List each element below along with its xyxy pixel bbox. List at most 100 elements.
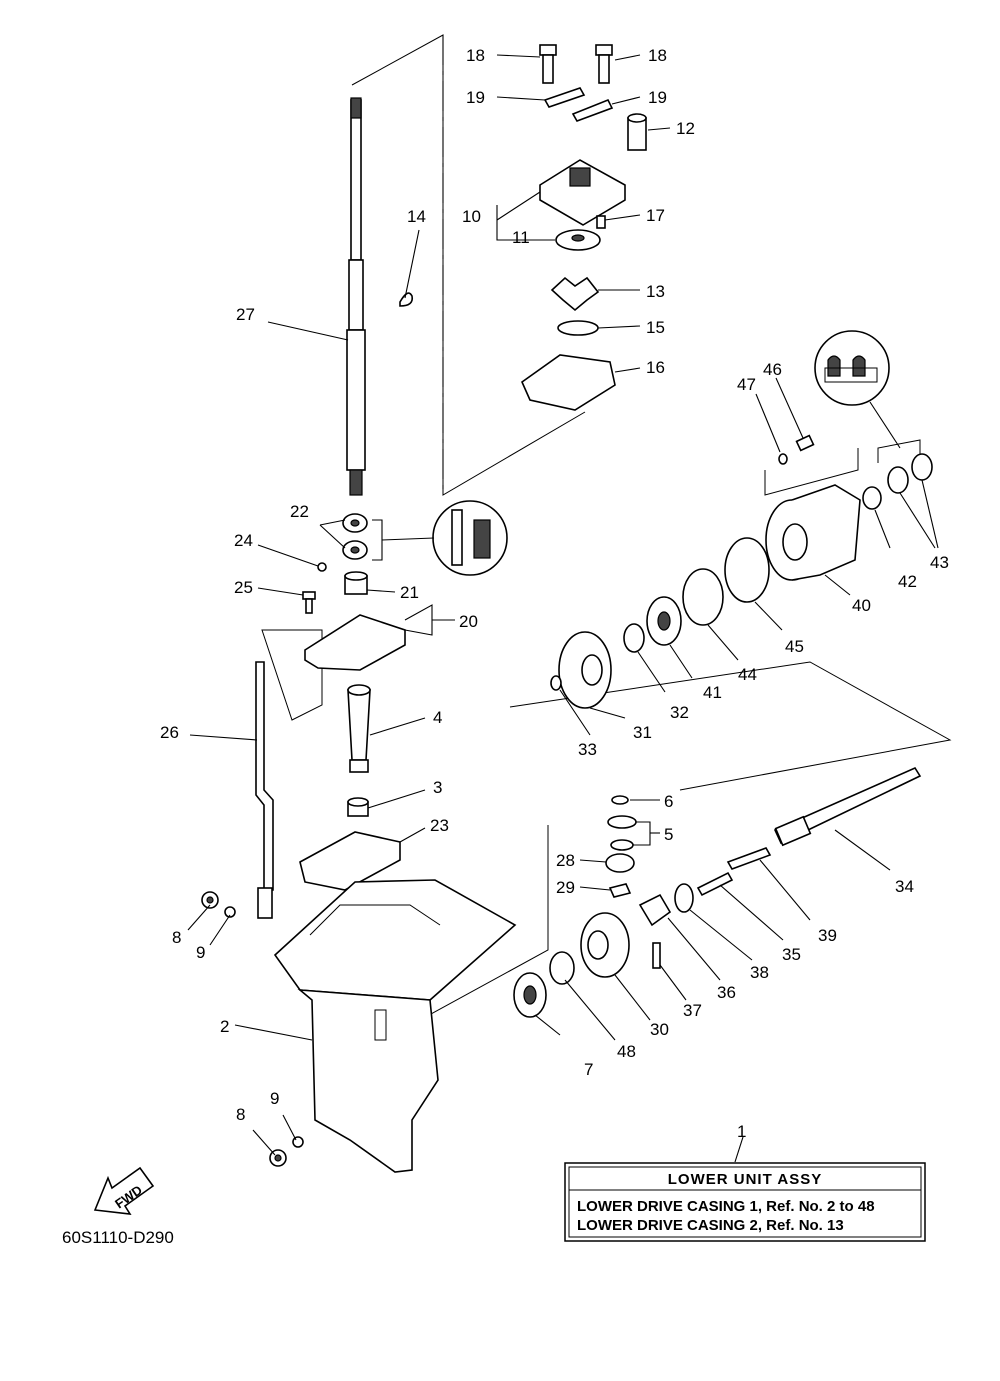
washer-9-upper xyxy=(224,906,236,918)
washer-9-lower xyxy=(292,1136,304,1148)
insert-cartridge-11 xyxy=(555,229,601,251)
bolt-8-upper xyxy=(201,891,219,909)
legend-box: LOWER UNIT ASSY LOWER DRIVE CASING 1, Re… xyxy=(564,1162,926,1242)
outer-plate-16 xyxy=(521,354,616,411)
bearing-7 xyxy=(513,972,547,1018)
washer-47 xyxy=(778,453,788,465)
dog-clutch-36 xyxy=(638,893,672,927)
washer-33 xyxy=(550,675,562,691)
callout-1: 1 xyxy=(737,1122,746,1141)
thrust-bearing-5 xyxy=(607,815,637,851)
bolt-18-left xyxy=(539,44,557,84)
callout-4: 4 xyxy=(433,708,442,727)
plate-19-left xyxy=(543,87,586,108)
bolt-18-right xyxy=(595,44,613,84)
callout-9b: 9 xyxy=(270,1089,279,1108)
pinion-28 xyxy=(605,853,635,873)
bolt-25 xyxy=(302,591,316,614)
callout-12: 12 xyxy=(676,119,695,138)
bearing-41 xyxy=(646,596,682,646)
callout-13: 13 xyxy=(646,282,665,301)
callout-18a: 18 xyxy=(466,46,485,65)
callout-29: 29 xyxy=(556,878,575,897)
callout-34: 34 xyxy=(895,877,914,896)
spring-38 xyxy=(674,883,694,913)
shim-48 xyxy=(549,951,575,985)
bearing-22 xyxy=(342,513,368,560)
callout-44: 44 xyxy=(738,665,757,684)
callout-11: 11 xyxy=(512,228,530,247)
callout-labels: 1 2 3 4 5 6 7 8 8 9 9 10 11 12 13 14 15 … xyxy=(160,46,949,1141)
legend-line-2: LOWER DRIVE CASING 2, Ref. No. 13 xyxy=(577,1217,844,1234)
callout-38: 38 xyxy=(750,963,769,982)
callout-16: 16 xyxy=(646,358,665,377)
callout-20: 20 xyxy=(459,612,478,631)
pin-37 xyxy=(652,942,661,969)
callout-24: 24 xyxy=(234,531,253,550)
callout-2: 2 xyxy=(220,1017,229,1036)
shift-rod xyxy=(255,661,274,919)
callout-39: 39 xyxy=(818,926,837,945)
callout-8a: 8 xyxy=(172,928,181,947)
callout-35: 35 xyxy=(782,945,801,964)
prop-shaft-housing-40 xyxy=(765,484,861,581)
o-ring-15 xyxy=(557,320,599,336)
impeller-13 xyxy=(550,276,600,312)
propeller-shaft-34 xyxy=(773,766,922,847)
callout-40: 40 xyxy=(852,596,871,615)
callout-33: 33 xyxy=(578,740,597,759)
callout-41: 41 xyxy=(703,683,722,702)
legend-title: LOWER UNIT ASSY xyxy=(668,1171,822,1188)
callout-25: 25 xyxy=(234,578,253,597)
washer-42 xyxy=(862,486,882,510)
callout-36: 36 xyxy=(717,983,736,1002)
seal-detail-inset-right xyxy=(814,330,890,406)
housing-20 xyxy=(304,614,406,671)
bush-21 xyxy=(344,571,368,595)
shim-32 xyxy=(623,623,645,653)
callout-26: 26 xyxy=(160,723,179,742)
callout-leaders xyxy=(187,54,939,1163)
callout-22: 22 xyxy=(290,502,309,521)
callout-14: 14 xyxy=(407,207,426,226)
tube-12 xyxy=(627,113,647,151)
callout-30: 30 xyxy=(650,1020,669,1039)
callout-42: 42 xyxy=(898,572,917,591)
callout-9a: 9 xyxy=(196,943,205,962)
callout-45: 45 xyxy=(785,637,804,656)
legend-line-1: LOWER DRIVE CASING 1, Ref. No. 2 to 48 xyxy=(577,1198,875,1215)
callout-21: 21 xyxy=(400,583,419,602)
callout-10: 10 xyxy=(462,207,481,226)
callout-43: 43 xyxy=(930,553,949,572)
nut-29 xyxy=(608,883,632,898)
callout-6: 6 xyxy=(664,792,673,811)
callout-15: 15 xyxy=(646,318,665,337)
callout-8b: 8 xyxy=(236,1105,245,1124)
seal-detail-inset xyxy=(432,500,508,576)
callout-28: 28 xyxy=(556,851,575,870)
callout-7: 7 xyxy=(584,1060,593,1079)
pin-17 xyxy=(596,215,606,229)
forward-gear-31 xyxy=(558,631,612,709)
callout-23: 23 xyxy=(430,816,449,835)
callout-17: 17 xyxy=(646,206,665,225)
drawing-code: 60S1110-D290 xyxy=(62,1228,174,1247)
bolt-46 xyxy=(795,434,815,452)
callout-3: 3 xyxy=(433,778,442,797)
grommet-3 xyxy=(347,797,369,817)
callout-32: 32 xyxy=(670,703,689,722)
callout-31: 31 xyxy=(633,723,652,742)
key-14 xyxy=(399,292,414,307)
callout-19a: 19 xyxy=(466,88,485,107)
o-ring-44 xyxy=(682,568,724,626)
callout-5: 5 xyxy=(664,825,673,844)
callout-19b: 19 xyxy=(648,88,667,107)
shim-6 xyxy=(611,795,629,805)
reverse-gear-30 xyxy=(580,912,630,978)
plate-19-right xyxy=(571,98,614,122)
washer-24 xyxy=(317,562,327,572)
spring-39 xyxy=(726,847,772,870)
callout-18b: 18 xyxy=(648,46,667,65)
forward-direction-arrow: FWD xyxy=(93,1166,155,1215)
